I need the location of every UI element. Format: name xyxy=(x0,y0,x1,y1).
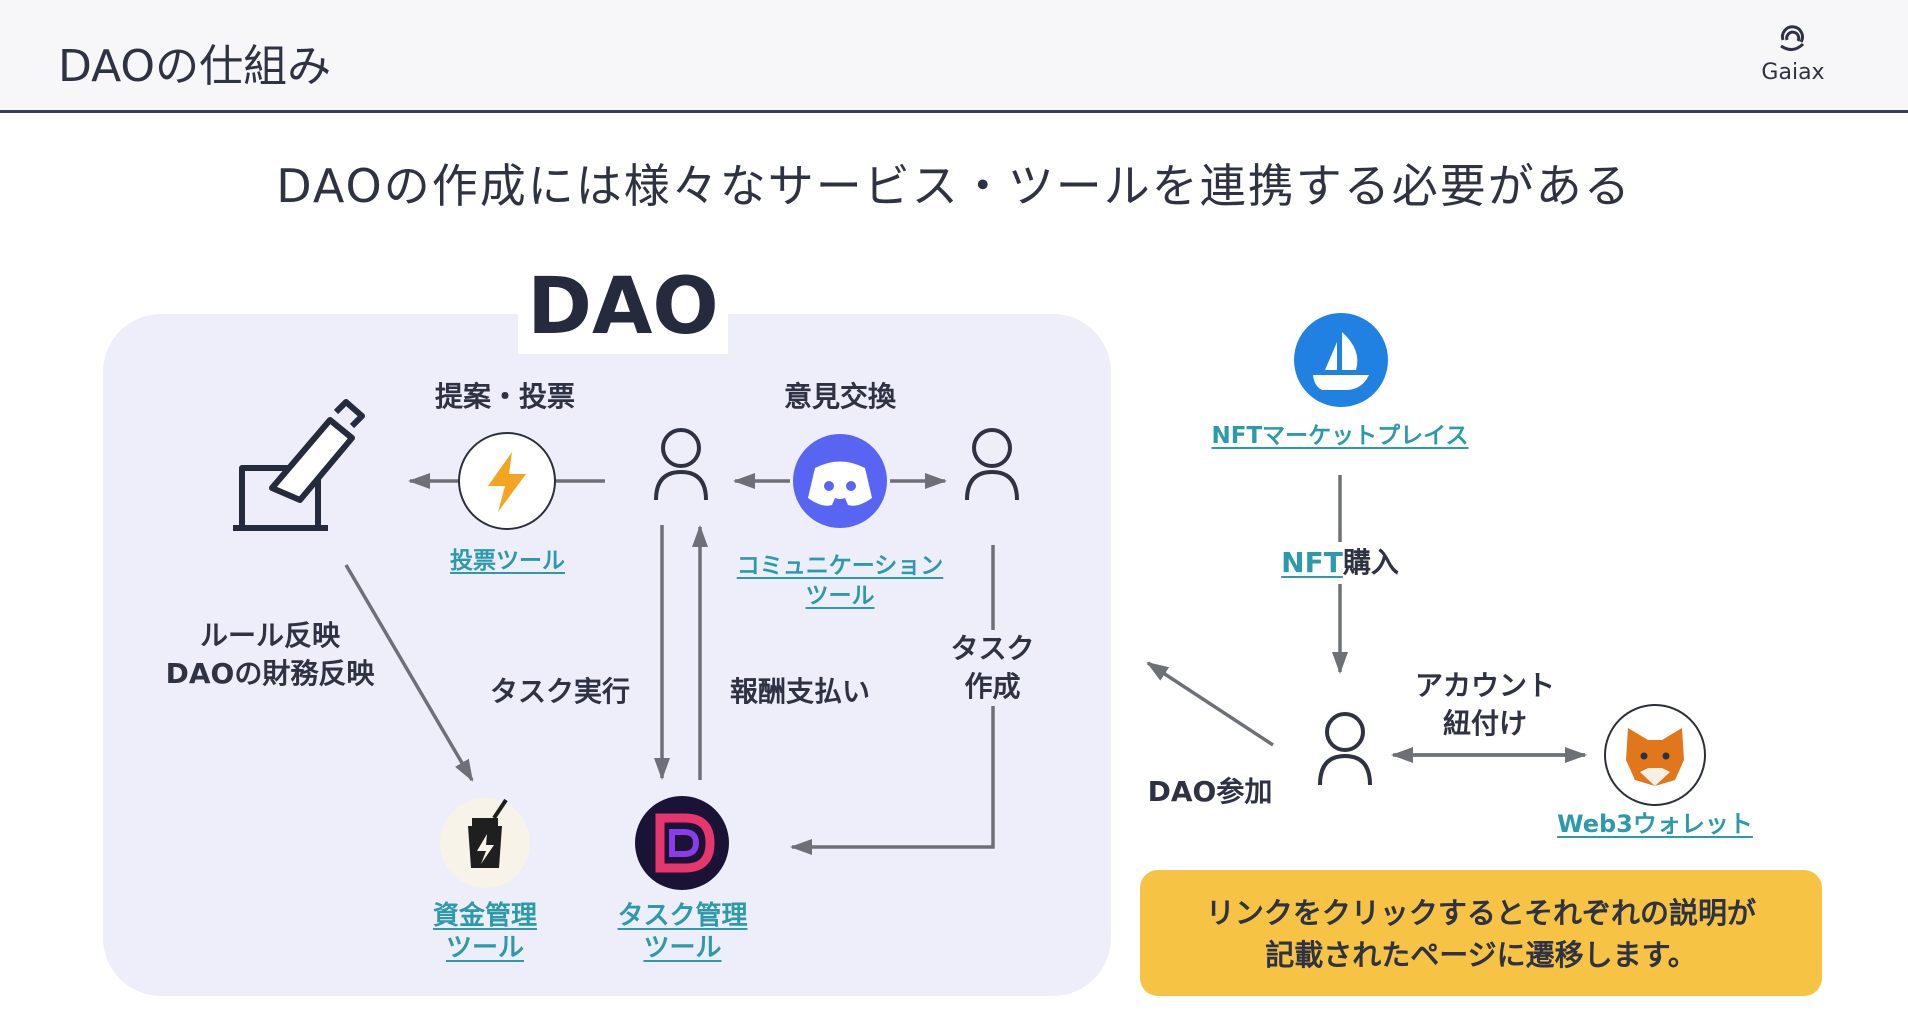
account-link-label-1: アカウント xyxy=(1414,669,1555,702)
brand-name: Gaiax xyxy=(1761,60,1825,85)
arrow-user-to-dao xyxy=(1146,661,1274,747)
account-link-label-2: 紐付け xyxy=(1442,707,1527,740)
communication-tool-link-line2[interactable]: ツール xyxy=(805,583,875,609)
nft-purchase-text: 購入 xyxy=(1342,546,1399,579)
header-bar: DAOの仕組み Gaiax xyxy=(0,0,1908,113)
nft-link[interactable]: NFT xyxy=(1281,546,1343,579)
metamask-fox-icon[interactable] xyxy=(1604,704,1706,806)
proposal-vote-label: 提案・投票 xyxy=(434,380,575,413)
communication-tool-link-line1[interactable]: コミュニケーション xyxy=(736,553,944,579)
user-icon xyxy=(965,428,1019,501)
juicebox-icon[interactable] xyxy=(440,798,530,888)
ballot-box-icon xyxy=(233,399,365,531)
fund-tool-link-line2[interactable]: ツール xyxy=(445,933,524,963)
link-info-note: リンクをクリックするとそれぞれの説明が 記載されたページに遷移します。 xyxy=(1140,870,1822,996)
brand-logo: Gaiax xyxy=(1758,24,1828,85)
opensea-icon[interactable] xyxy=(1294,313,1388,407)
task-create-label-2: 作成 xyxy=(930,668,1055,706)
dework-icon[interactable] xyxy=(635,796,729,890)
dao-title: DAO xyxy=(527,262,719,352)
opinion-exchange-label: 意見交換 xyxy=(783,380,896,413)
finance-reflect-label: DAOの財務反映 xyxy=(165,657,375,690)
rule-reflect-label: ルール反映 xyxy=(199,619,340,652)
task-create-label-1: タスク xyxy=(930,630,1055,668)
page-title: DAOの仕組み xyxy=(58,41,332,92)
user-icon xyxy=(1318,712,1372,786)
gaiax-logo-icon xyxy=(1780,25,1805,51)
voting-tool-link[interactable]: 投票ツール xyxy=(450,548,565,574)
dao-title-background xyxy=(518,262,728,354)
dao-join-label: DAO参加 xyxy=(1147,775,1273,808)
discord-icon[interactable] xyxy=(793,434,887,528)
arrow-ballot-to-fund xyxy=(344,564,474,782)
reward-payment-label: 報酬支払い xyxy=(729,675,870,708)
user-icon xyxy=(654,428,708,501)
task-tool-link-line1[interactable]: タスク管理 xyxy=(617,901,748,931)
task-execute-label: タスク実行 xyxy=(489,675,630,708)
web3-wallet-link[interactable]: Web3ウォレット xyxy=(1557,810,1753,838)
note-line-1: リンクをクリックするとそれぞれの説明が xyxy=(1205,896,1757,930)
lightning-icon[interactable] xyxy=(458,432,556,530)
slide-subtitle: DAOの作成には様々なサービス・ツールを連携する必要がある xyxy=(276,159,1632,213)
nft-marketplace-link[interactable]: NFTマーケットプレイス xyxy=(1211,423,1469,449)
fund-tool-link-line1[interactable]: 資金管理 xyxy=(432,901,537,931)
nft-purchase-label: NFT購入 xyxy=(1275,542,1405,584)
task-tool-link-line2[interactable]: ツール xyxy=(643,933,722,963)
note-line-2: 記載されたページに遷移します。 xyxy=(1265,938,1697,972)
